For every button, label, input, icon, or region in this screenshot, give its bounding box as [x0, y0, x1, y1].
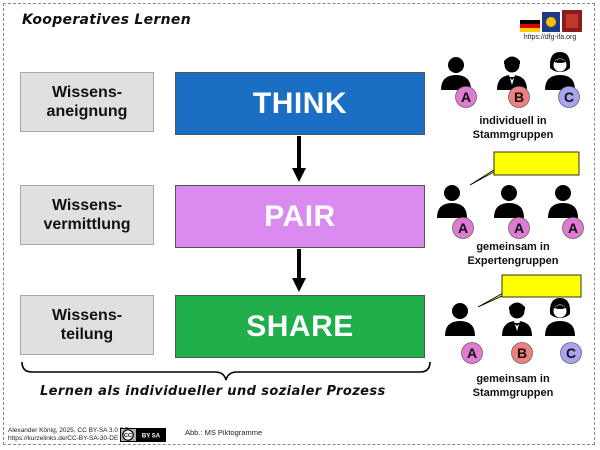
svg-text:C: C: [564, 89, 574, 105]
svg-text:C: C: [566, 345, 576, 361]
badge-share-1: A: [461, 342, 483, 364]
share-group-icons: [445, 274, 582, 336]
caption-pair: gemeinsam in Expertengruppen: [467, 241, 559, 267]
speech-bubble-tail: [477, 291, 506, 308]
person-icon: [494, 185, 524, 218]
page-title: Kooperatives Lernen: [22, 12, 191, 28]
person-suit-icon: [502, 302, 532, 336]
credit-text: Alexander König, 2025, CC BY-SA 3.0 DE, …: [8, 427, 131, 442]
person-icon: [548, 185, 578, 218]
svg-text:A: A: [461, 89, 471, 105]
badge-think-1: A: [455, 86, 477, 108]
arrow-think-to-pair: [292, 136, 306, 182]
caption-think: individuell in Stammgruppen: [472, 115, 554, 141]
logo-url: https://dfg-ifa.org: [523, 34, 577, 41]
badge-share-2: B: [511, 342, 533, 364]
svg-text:A: A: [568, 220, 578, 236]
badge-pair-3: A: [562, 217, 584, 239]
svg-text:CC: CC: [124, 433, 132, 439]
svg-text:B: B: [514, 89, 524, 105]
badge-think-2: B: [508, 86, 530, 108]
think-group-icons: [441, 52, 575, 90]
stage-pair: PAIR: [175, 185, 425, 248]
svg-text:A: A: [514, 220, 524, 236]
cc-license-badge[interactable]: CC BY SA: [120, 428, 166, 442]
dfg-ifa-logo: [520, 10, 582, 32]
svg-text:B: B: [517, 345, 527, 361]
person-suit-icon: [497, 56, 527, 90]
person-female-icon: [545, 298, 575, 336]
curly-brace: [21, 361, 431, 381]
label-wissensteilung: Wissens- teilung: [20, 295, 154, 355]
svg-text:A: A: [458, 220, 468, 236]
group-badges: A B C A A A A B C: [452, 86, 584, 364]
label-wissensvermittlung: Wissens- vermittlung: [20, 185, 154, 245]
stage-think: THINK: [175, 72, 425, 135]
image-credit: Abb.: MS Piktogramme: [185, 428, 263, 437]
summary-text: Lernen als individueller und sozialer Pr…: [40, 384, 386, 399]
person-icon: [441, 57, 471, 90]
badge-think-3: C: [558, 86, 580, 108]
pair-group-icons: [437, 151, 580, 218]
person-icon: [437, 185, 467, 218]
badge-share-3: C: [560, 342, 582, 364]
page-frame: [3, 3, 595, 445]
badge-pair-1: A: [452, 217, 474, 239]
stage-share: SHARE: [175, 295, 425, 358]
speech-bubble-icon: [501, 274, 582, 298]
svg-text:BY SA: BY SA: [142, 434, 161, 440]
speech-bubble-icon: [493, 151, 580, 176]
arrow-pair-to-share: [292, 249, 306, 292]
person-icon: [445, 303, 475, 336]
caption-share: gemeinsam in Stammgruppen: [472, 373, 554, 399]
label-wissensaneignung: Wissens- aneignung: [20, 72, 154, 132]
svg-text:A: A: [467, 345, 477, 361]
badge-pair-2: A: [508, 217, 530, 239]
speech-bubble-tail: [469, 167, 498, 186]
person-female-icon: [545, 52, 575, 90]
